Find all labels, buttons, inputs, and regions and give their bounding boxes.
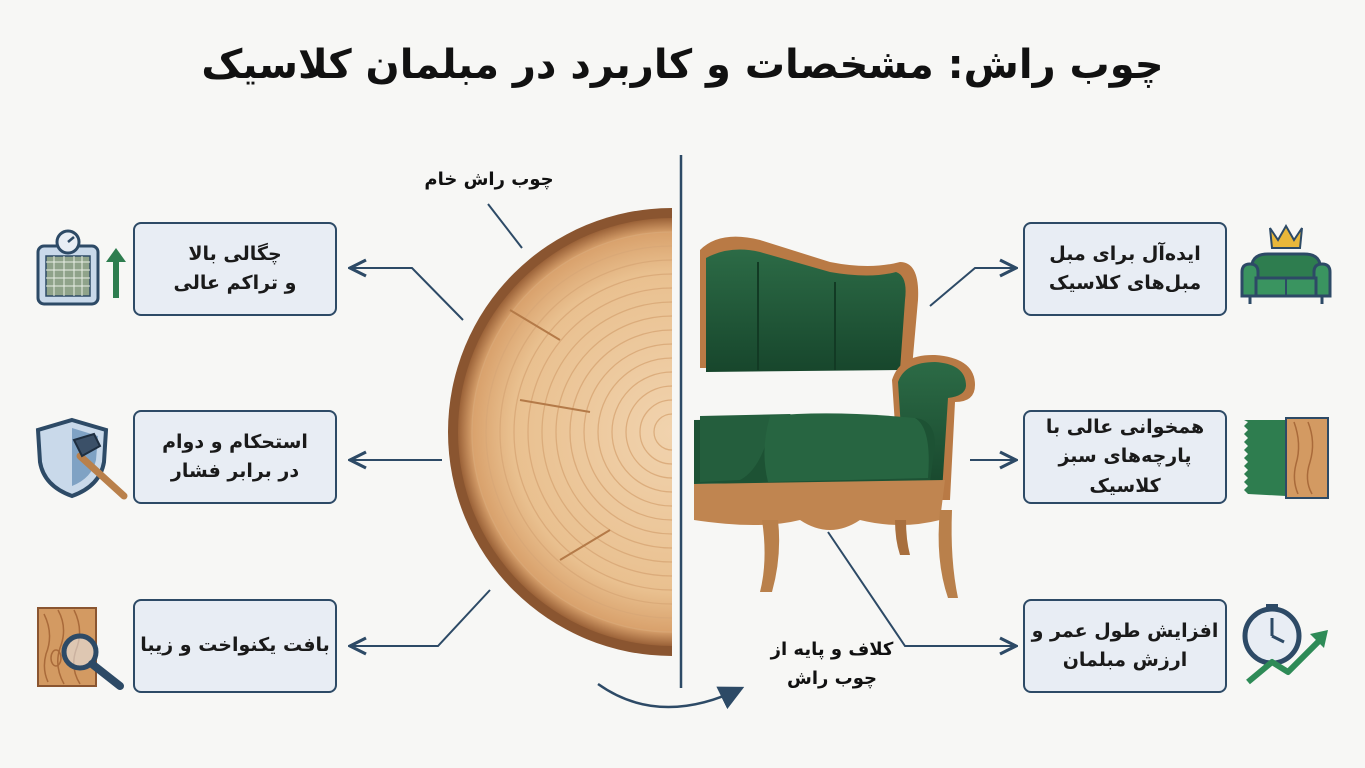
feature-line: چگالی بالا — [188, 242, 282, 265]
feature-box-ideal-sofa: ایده‌آل برای مبل مبل‌های کلاسیک — [1023, 222, 1227, 316]
feature-box-strength: استحکام و دوام در برابر فشار — [133, 410, 337, 504]
frame-label: کلاف و پایه از چوب راش — [752, 636, 912, 694]
wood-grain-magnifier-icon — [37, 607, 124, 690]
frame-label-line1: کلاف و پایه از — [770, 639, 894, 660]
feature-line: بافت یکنواخت و زیبا — [140, 634, 330, 657]
shield-hammer-icon — [35, 417, 128, 500]
feature-box-fabric-match: همخوانی عالی با پارچه‌های سبز کلاسیک — [1023, 410, 1227, 504]
feature-box-lifespan: افزایش طول عمر و ارزش مبلمان — [1023, 599, 1227, 693]
feature-line: و تراکم عالی — [173, 272, 297, 294]
feature-line: در برابر فشار — [170, 460, 300, 482]
page-title: چوب راش: مشخصات و کاربرد در مبلمان کلاسی… — [201, 42, 1164, 88]
feature-line: مبل‌های کلاسیک — [1048, 272, 1202, 294]
wood-label: چوب راش خام — [424, 169, 554, 190]
classic-sofa — [694, 236, 975, 598]
clock-growth-icon — [1242, 604, 1328, 685]
feature-line: همخوانی عالی با — [1045, 415, 1205, 438]
fabric-wood-swatch-icon — [1244, 417, 1329, 499]
feature-box-texture: بافت یکنواخت و زیبا — [133, 599, 337, 693]
feature-line: ارزش مبلمان — [1062, 649, 1188, 671]
density-gauge-icon — [36, 229, 126, 306]
feature-line: افزایش طول عمر و — [1031, 619, 1219, 642]
frame-label-line2: چوب راش — [787, 667, 877, 689]
sofa-crown-icon — [1240, 223, 1332, 304]
feature-line: استحکام و دوام — [162, 430, 308, 453]
feature-line: ایده‌آل برای مبل — [1049, 242, 1201, 265]
wood-cross-section — [448, 208, 672, 656]
feature-line: پارچه‌های سبز کلاسیک — [1058, 445, 1192, 497]
feature-box-density: چگالی بالا و تراکم عالی — [133, 222, 337, 316]
